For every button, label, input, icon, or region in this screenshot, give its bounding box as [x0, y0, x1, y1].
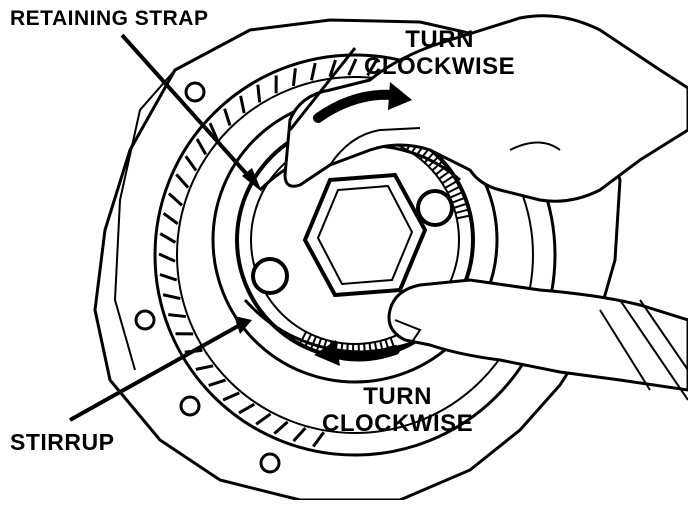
hatch-line — [450, 192, 463, 198]
hatch-line — [445, 181, 457, 188]
turn-top-line1: TURN — [364, 27, 515, 54]
gear-tooth — [293, 428, 305, 441]
gear-tooth — [176, 174, 188, 187]
gear-tooth — [163, 295, 180, 299]
gear-tooth — [160, 234, 175, 243]
stirrup-leader — [70, 325, 240, 420]
gear-tooth — [274, 422, 287, 434]
turn-top-line2: CLOCKWISE — [364, 54, 515, 81]
gear-tooth — [197, 139, 206, 154]
hatch-line — [442, 176, 454, 184]
gear-tooth — [311, 63, 315, 80]
bottom-rotation-arrowhead — [314, 340, 340, 366]
plate-left-edge — [115, 70, 175, 370]
gear-tooth — [225, 109, 230, 126]
turn-bottom-line1: TURN — [322, 384, 473, 411]
gear-tooth — [163, 213, 177, 223]
roller-left — [253, 259, 287, 293]
bolt-hole-left — [136, 311, 154, 329]
gear-tooth — [256, 414, 270, 424]
bolt-hole-bottom — [261, 454, 279, 472]
hatch-line — [448, 186, 460, 192]
hatch-line — [457, 215, 471, 218]
gear-tooth — [258, 85, 260, 103]
stirrup-label: STIRRUP — [10, 431, 114, 454]
gear-tooth — [186, 156, 196, 170]
gear-tooth — [349, 59, 356, 75]
gear-tooth — [196, 366, 213, 370]
hex-hub — [305, 175, 425, 295]
hatch-line — [452, 198, 465, 203]
roller-right — [418, 191, 452, 225]
gear-tooth — [159, 254, 175, 261]
gear-tooth — [160, 274, 177, 280]
turn-bottom-line2: CLOCKWISE — [322, 411, 473, 438]
gear-tooth — [293, 68, 295, 86]
gear-tooth — [239, 404, 254, 413]
bolt-hole-bottom-left — [181, 397, 199, 415]
turn-clockwise-bottom-label: TURN CLOCKWISE — [322, 384, 473, 438]
hatch-line — [454, 204, 467, 208]
gear-tooth — [241, 96, 245, 113]
retaining-strap-label: RETAINING STRAP — [10, 8, 208, 29]
hatch-line — [455, 209, 469, 213]
gear-tooth — [209, 380, 226, 385]
turn-clockwise-top-label: TURN CLOCKWISE — [364, 27, 515, 81]
gear-tooth — [169, 193, 182, 205]
bolt-hole-top-left — [186, 83, 204, 101]
gear-tooth — [168, 315, 186, 317]
gear-tooth — [223, 393, 239, 400]
